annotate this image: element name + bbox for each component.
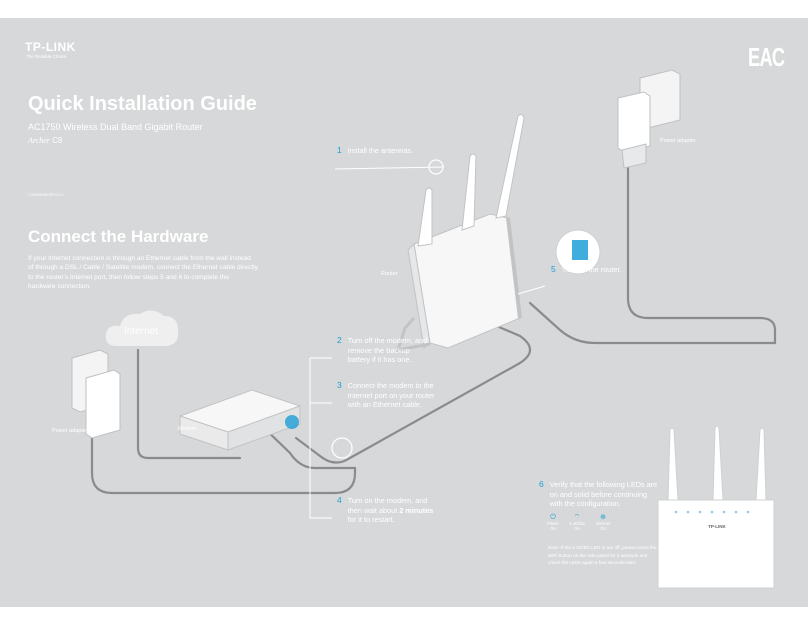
- eac-mark: EAC: [748, 42, 785, 72]
- power-icon: ⏻: [550, 514, 556, 521]
- modem-label: Modem: [178, 426, 197, 432]
- wifi-icon: ⌔: [573, 514, 581, 521]
- modem-device: [178, 389, 302, 451]
- page-title: Quick Installation Guide: [28, 93, 257, 115]
- led-note: Note: If the 2.4G/5G LED is are off, ple…: [548, 545, 657, 565]
- cable-callout: [331, 437, 353, 459]
- router-device: [395, 113, 525, 352]
- router-brand-label: TP-LINK: [708, 524, 726, 529]
- brand-tagline: The Reliable Choice: [26, 54, 67, 59]
- power-adapter-left: [71, 349, 121, 439]
- power-adapter-right-label: Power adapter: [660, 138, 696, 144]
- internet-cloud: [105, 310, 179, 346]
- doc-code: 7106505908 REV3.0.0: [28, 193, 64, 197]
- globe-icon: ⊕: [600, 514, 606, 521]
- brand-logo: TP-LINK: [25, 40, 76, 54]
- hardware-illustration: [71, 69, 777, 589]
- section-heading: Connect the Hardware: [28, 227, 209, 246]
- modem-power-cable: [90, 421, 357, 495]
- guide-sheet: TP-LINK The Reliable Choice EAC Quick In…: [0, 18, 808, 607]
- ethernet-cable: [294, 316, 532, 464]
- internet-label: Internet: [124, 326, 158, 337]
- router-power-cable: [528, 166, 777, 345]
- model-name: Archer C8: [28, 136, 63, 145]
- router-label: Router: [381, 271, 398, 277]
- internet-cable: [136, 348, 242, 460]
- power-adapter-right: [617, 69, 681, 169]
- section-intro: If your Internet connection is through a…: [28, 255, 258, 290]
- product-subtitle: AC1750 Wireless Dual Band Gigabit Router: [28, 122, 203, 132]
- router-led-panel: [657, 425, 775, 589]
- power-adapter-left-label: Power adapter: [52, 428, 88, 434]
